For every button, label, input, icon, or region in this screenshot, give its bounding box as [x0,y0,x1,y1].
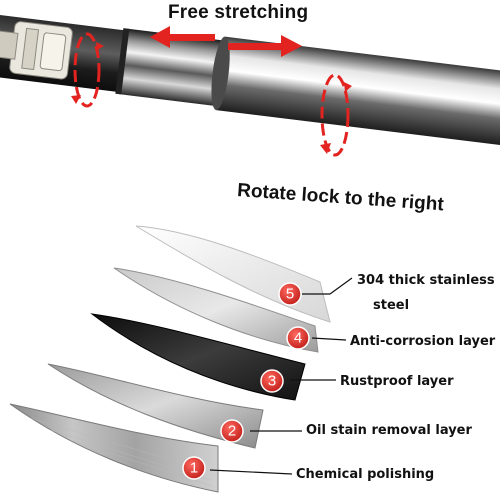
free-stretching-title: Free stretching [168,2,309,23]
rotate-arrow-left-icon [71,32,104,108]
leader-lines [209,277,353,475]
stretch-arrows [150,26,302,57]
svg-text:1: 1 [190,460,198,477]
layer-2-label: Oil stain removal layer [306,423,472,438]
layer-stack [9,225,331,493]
svg-text:2: 2 [228,423,236,440]
badge-3: 3 [260,369,284,393]
rod-chrome-collar [117,28,225,107]
rod-lock-mechanism [0,21,73,80]
layer-2-blade [47,363,264,449]
layer-3-label: Rustproof layer [340,374,454,389]
badge-2: 2 [220,419,244,443]
badge-5: 5 [278,282,302,306]
arrow-right-icon [228,35,302,57]
layer-4-label: Anti-corrosion layer [350,334,496,349]
layer-5-label: 304 thick stainless [357,273,495,288]
badge-1: 1 [182,456,206,480]
layer-1-label: Chemical polishing [296,467,435,482]
layer-1-blade [9,403,219,493]
svg-text:3: 3 [268,373,276,390]
rotate-arrow-right-icon [320,73,352,157]
telescopic-rod [0,13,500,147]
layer-4-blade [113,267,319,353]
layer-3-blade [90,313,306,401]
layer-5-label-line2: steel [373,298,410,313]
arrow-left-icon [150,26,215,48]
svg-text:5: 5 [286,286,294,303]
svg-text:4: 4 [294,330,302,347]
rod-chrome-outer-tube [216,36,500,147]
badge-4: 4 [286,326,310,350]
